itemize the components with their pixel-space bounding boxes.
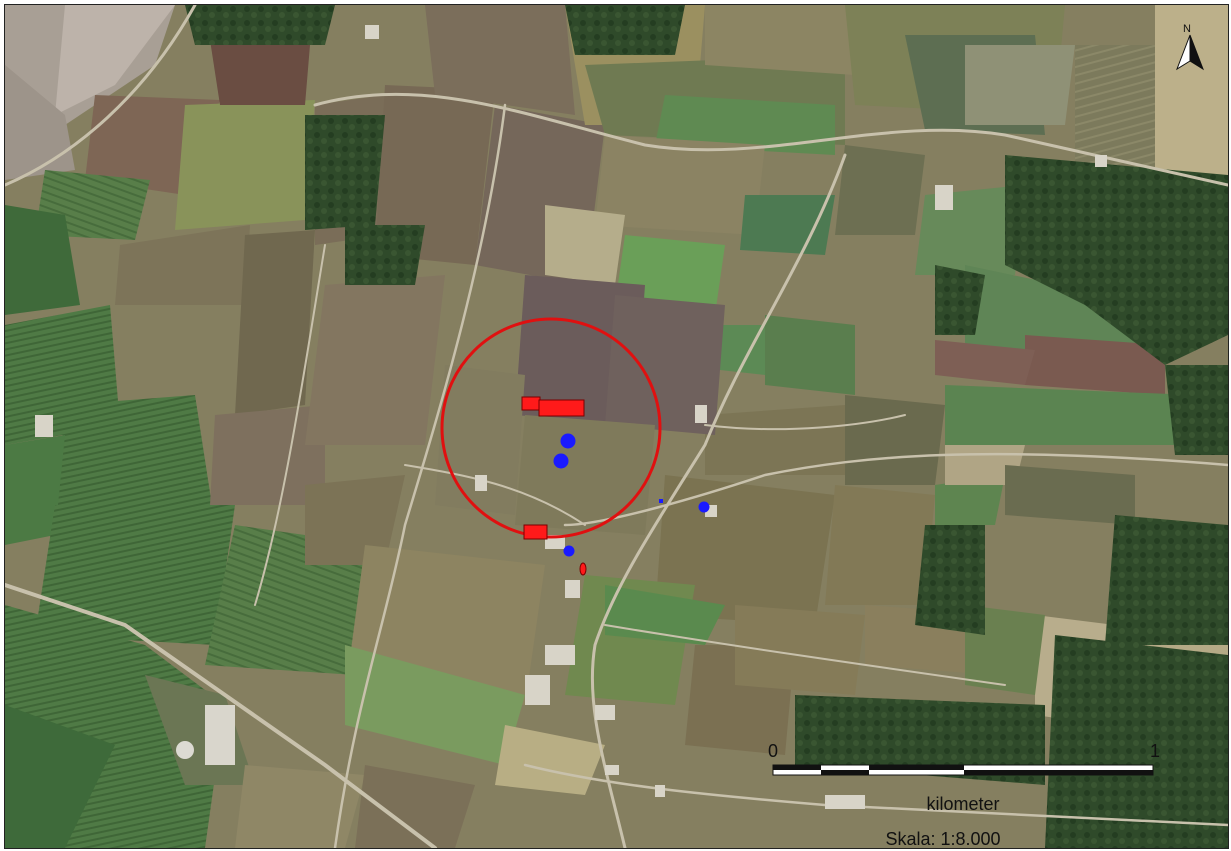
roads [5, 5, 1228, 848]
scale-ratio-text: Skala: 1:8.000 [885, 829, 1000, 848]
red-marker [538, 399, 585, 417]
scale-start-label: 0 [768, 741, 778, 761]
blue-marker [560, 433, 576, 449]
blue-marker [659, 499, 663, 503]
north-arrow: N [1176, 23, 1204, 71]
buildings [35, 25, 1107, 809]
blue-marker [698, 501, 710, 513]
blue-markers [553, 433, 710, 557]
forest-areas [185, 5, 1228, 848]
red-marker [521, 396, 541, 411]
blue-marker [553, 453, 569, 469]
study-area-circle [440, 317, 662, 539]
red-marker [579, 562, 587, 576]
scale-end-label: 1 [1150, 741, 1160, 761]
north-arrow-label: N [1183, 23, 1191, 35]
scale-unit-label: kilometer [926, 794, 999, 814]
blue-marker [563, 545, 575, 557]
map-canvas: N 0 1 kilometer Skala: 1:8.000 [5, 5, 1228, 848]
red-marker [523, 524, 548, 540]
red-markers [521, 396, 587, 576]
aerial-map[interactable]: N 0 1 kilometer Skala: 1:8.000 [4, 4, 1229, 849]
scale-bar: 0 1 kilometer Skala: 1:8.000 [768, 741, 1160, 848]
